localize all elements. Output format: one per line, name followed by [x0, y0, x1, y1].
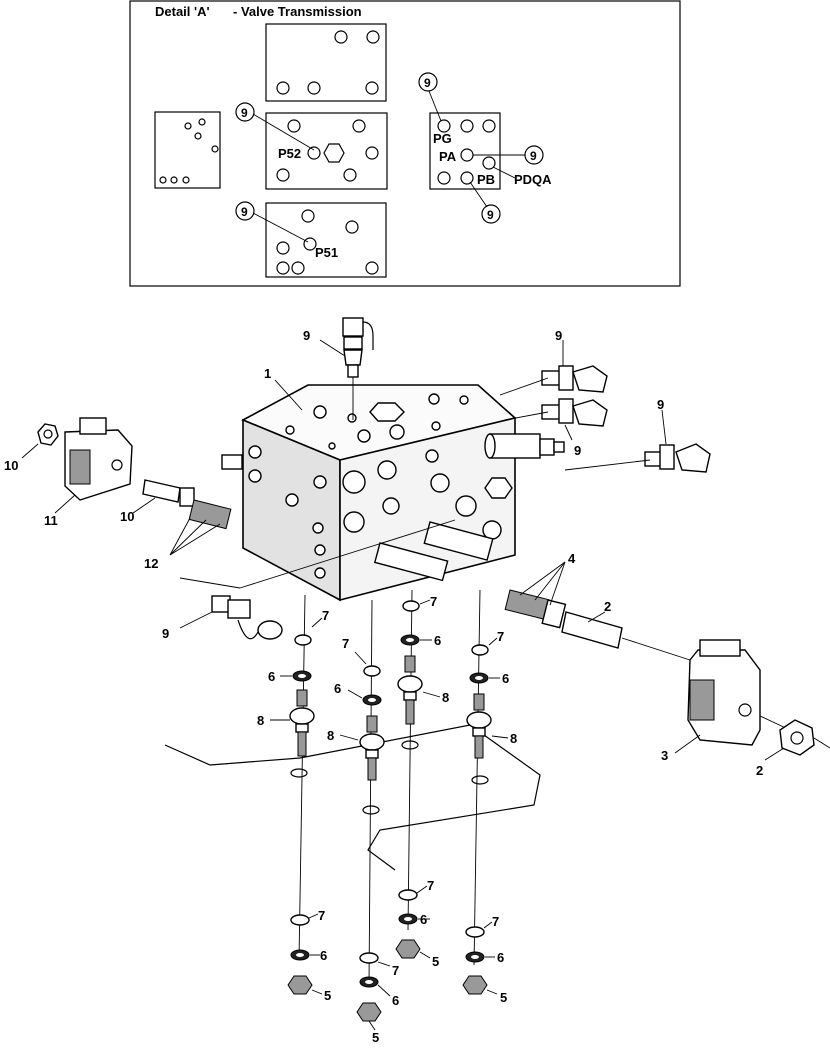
callout-6-s3-top: 6 [434, 633, 441, 648]
mounting-bracket [164, 724, 541, 871]
callout-7-s2-top: 7 [342, 636, 349, 651]
hex-plug-side-icon [484, 477, 513, 499]
coil-left-11: 11 [44, 417, 133, 528]
callout-9-pb: 9 [487, 208, 494, 222]
callout-8-s3: 8 [442, 690, 449, 705]
callout-9-top: 9 [303, 328, 310, 343]
detail-center-plate: P52 9 [235, 102, 388, 190]
callout-5-s1: 5 [324, 988, 331, 1003]
callout-5-s4: 5 [500, 990, 507, 1005]
callout-6-s1-bot: 6 [320, 948, 327, 963]
callout-6-s3-bot: 6 [420, 912, 427, 927]
callout-11-coil: 11 [44, 513, 58, 528]
cartridge-left-10: 10 12 [120, 479, 232, 571]
detail-left-plate [154, 111, 221, 189]
detail-frame [129, 0, 681, 287]
callout-10-nut: 10 [4, 458, 18, 473]
detail-subtitle: - Valve Transmission [233, 4, 362, 19]
callout-9-right-1: 9 [555, 328, 562, 343]
nut-left-10: 10 [4, 423, 59, 473]
callout-9-p51: 9 [241, 205, 248, 219]
detail-title: Detail 'A' [155, 4, 210, 19]
cartridge-right-2: 4 2 [504, 551, 691, 661]
valve-block [221, 384, 565, 602]
callout-9-pa: 9 [530, 149, 537, 163]
callout-9-pg: 9 [424, 76, 431, 90]
callout-5-s3: 5 [432, 954, 439, 969]
callout-7-s3-bot: 7 [427, 878, 434, 893]
callout-3-coil: 3 [661, 748, 668, 763]
coil-right-3: 3 [661, 639, 791, 763]
hex-plug-icon [323, 143, 345, 163]
callout-8-s4: 8 [510, 731, 517, 746]
callout-7-s4-top: 7 [497, 629, 504, 644]
callout-6-s4-top: 6 [502, 671, 509, 686]
cartridge-upper-right [484, 433, 565, 459]
pressure-sensor-right-3: 9 [564, 397, 711, 473]
nut-right-2: 2 [756, 719, 830, 778]
callout-6-s4-bot: 6 [497, 950, 504, 965]
callout-2-cartridge: 2 [604, 599, 611, 614]
detail-bottom-plate: P51 9 [235, 201, 387, 278]
callout-10-cartridge: 10 [120, 509, 134, 524]
port-label-pdqa: PDQA [514, 172, 552, 187]
callout-9-right-2: 9 [574, 443, 581, 458]
port-label-pb: PB [477, 172, 495, 187]
callout-8-s2: 8 [327, 728, 334, 743]
stud-stack-1: 7 6 8 7 6 5 [257, 608, 331, 1003]
callout-2-nut: 2 [756, 763, 763, 778]
detail-top-plate [265, 23, 387, 102]
callout-9-right-3: 9 [657, 397, 664, 412]
pressure-sensor-right-1: 9 [499, 328, 608, 396]
callout-9-p52: 9 [241, 106, 248, 120]
callout-7-s4-bot: 7 [492, 914, 499, 929]
callout-5-s2: 5 [372, 1030, 379, 1045]
port-label-pg: PG [433, 131, 452, 146]
hex-plug-top-icon [369, 402, 405, 422]
stud-stack-4: 7 6 8 7 6 5 [462, 629, 517, 1005]
cartridge-lower-front [373, 521, 494, 582]
stud-stack-2: 7 6 8 7 6 5 [327, 636, 399, 1045]
detail-a-inset: Detail 'A' - Valve Transmission P52 [129, 0, 681, 287]
port-label-p52: P52 [278, 146, 301, 161]
detail-right-plate: PG PA PB PDQA 9 9 9 [418, 72, 552, 224]
stud-stack-3: 7 6 8 7 6 5 [395, 594, 449, 969]
pressure-sensor-right-2: 9 [504, 398, 608, 458]
callout-8-s1: 8 [257, 713, 264, 728]
port-label-pa: PA [439, 149, 457, 164]
callout-12-seals: 12 [144, 556, 158, 571]
pressure-sensor-top: 9 [303, 317, 374, 420]
callout-9-left: 9 [162, 626, 169, 641]
callout-7-s1-top: 7 [322, 608, 329, 623]
port-label-p51: P51 [315, 245, 338, 260]
callout-6-s2-bot: 6 [392, 993, 399, 1008]
callout-6-s1-top: 6 [268, 669, 275, 684]
callout-6-s2-top: 6 [334, 681, 341, 696]
callout-4-seals: 4 [568, 551, 576, 566]
callout-7-s2-bot: 7 [392, 963, 399, 978]
callout-7-s1-bot: 7 [318, 908, 325, 923]
pressure-sensor-left: 9 [162, 519, 456, 641]
callout-7-s3-top: 7 [430, 594, 437, 609]
callout-1-valve: 1 [264, 366, 271, 381]
